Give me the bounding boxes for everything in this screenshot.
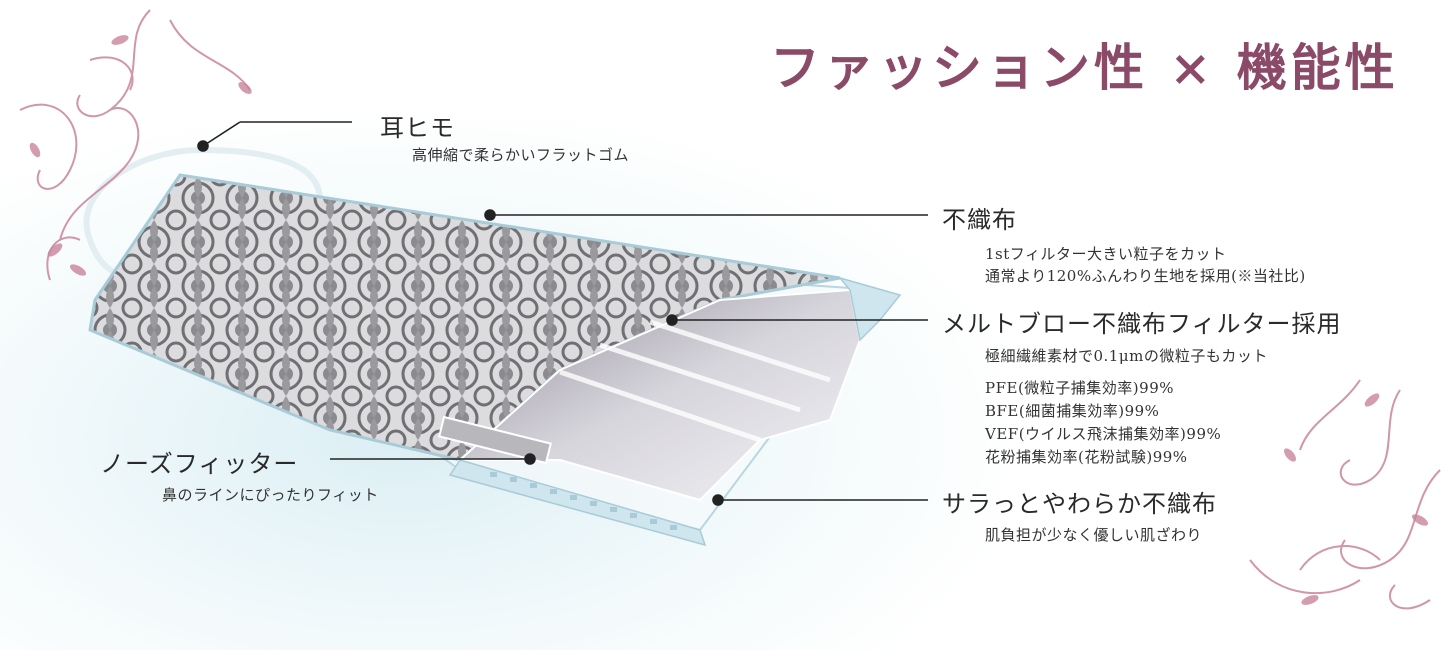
nose-fitter-wire [438,415,552,465]
nose-fitter-desc: 鼻のラインにぴったりフィット [162,486,379,504]
nonwoven-desc-line2: 通常より120%ふんわり生地を採用(※当社比) [985,267,1306,285]
spec-item-vef: VEF(ウイルス飛沫捕集効率)99% [985,425,1222,443]
spec-list: PFE(微粒子捕集効率)99% BFE(細菌捕集効率)99% VEF(ウイルス飛… [985,377,1221,469]
floral-ornament-left-icon [19,9,251,281]
ear-loop-label: 耳ヒモ [380,114,455,142]
spec-item-pollen: 花粉捕集効率(花粉試験)99% [985,448,1188,466]
nonwoven-desc-line1: 1stフィルター大きい粒子をカット [985,245,1227,263]
nonwoven-label: 不織布 [942,206,1017,234]
smooth-nonwoven-desc: 肌負担が少なく優しい肌ざわり [985,526,1203,544]
nose-fitter-label: ノーズフィッター [100,450,299,478]
spec-item-bfe: BFE(細菌捕集効率)99% [985,402,1160,420]
spec-item-pfe: PFE(微粒子捕集効率)99% [985,379,1174,397]
meltblown-desc: 極細繊維素材で0.1μmの微粒子もカット [985,347,1268,365]
mask-filter-layer [457,288,862,502]
ear-loop-desc: 高伸縮で柔らかいフラットゴム [412,146,630,164]
page-title: ファッション性 × 機能性 [770,38,1399,97]
floral-ornament-right-icon [1249,379,1441,610]
meltblown-label: メルトブロー不織布フィルター採用 [942,310,1342,338]
smooth-nonwoven-label: サラっとやわらか不織布 [942,490,1217,518]
